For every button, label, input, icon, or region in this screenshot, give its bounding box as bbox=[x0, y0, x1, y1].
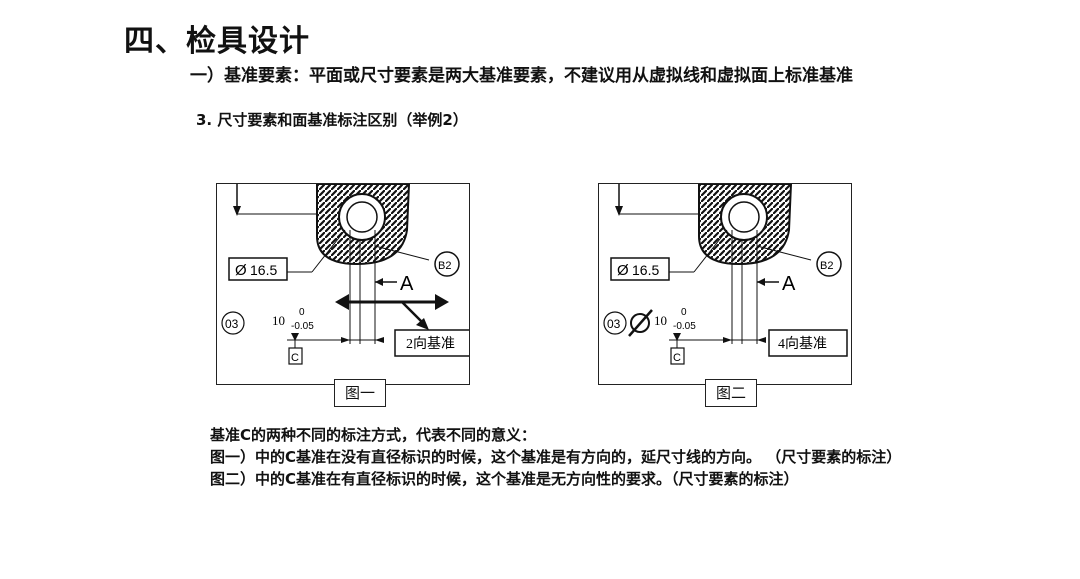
figure-2-svg: Ø 16.5 B2 A 03 10 0 -0.05 C 4向基准 bbox=[603, 184, 848, 365]
diameter-value: 16.5 bbox=[632, 262, 659, 278]
explanation-line-3: 图二）中的C基准在有直径标识的时候，这个基准是无方向性的要求。（尺寸要素的标注） bbox=[210, 470, 799, 488]
explanation-line-1: 基准C的两种不同的标注方式，代表不同的意义： bbox=[210, 426, 537, 444]
diameter-symbol: Ø bbox=[235, 262, 247, 279]
direction-arrow-right bbox=[435, 294, 449, 310]
bore-inner bbox=[346, 201, 378, 233]
figure-1-drawing: Ø 16.5 B2 A 03 10 0 -0.05 C 2向基准 bbox=[216, 183, 470, 385]
datum-c-triangle bbox=[673, 333, 681, 341]
tol-lower: -0.05 bbox=[673, 321, 696, 332]
diameter-box bbox=[228, 257, 288, 281]
section-a-label: A bbox=[782, 273, 796, 295]
section-a-label: A bbox=[400, 273, 414, 295]
explanation-line-2: 图一）中的C基准在没有直径标识的时候，这个基准是有方向的，延尺寸线的方向。 （尺… bbox=[210, 448, 902, 466]
datum-c-label: C bbox=[291, 352, 299, 364]
datum-b-label: B2 bbox=[820, 260, 833, 272]
tol-upper: 0 bbox=[681, 307, 687, 318]
added-diameter-symbol-circle bbox=[630, 313, 650, 333]
note-leader bbox=[401, 301, 425, 325]
direction-arrow-left bbox=[335, 294, 349, 310]
datum-c-triangle bbox=[291, 333, 299, 341]
note-box bbox=[394, 329, 469, 357]
diameter-value: 16.5 bbox=[250, 262, 277, 278]
dim-main: 10 bbox=[272, 313, 285, 328]
tol-lower: -0.05 bbox=[291, 321, 314, 332]
circle-03 bbox=[221, 311, 245, 335]
tol-upper: 0 bbox=[299, 307, 305, 318]
bore-inner bbox=[728, 201, 760, 233]
figure-2-drawing: Ø 16.5 B2 A 03 10 0 -0.05 C 4向基准 bbox=[598, 183, 852, 385]
datum-b-bubble bbox=[816, 251, 842, 277]
added-diameter-symbol-slash bbox=[628, 309, 653, 337]
note-text: 2向基准 bbox=[406, 335, 455, 352]
section-heading: 3. 尺寸要素和面基准标注区别（举例2） bbox=[196, 111, 468, 129]
datum-b-label: B2 bbox=[438, 260, 451, 272]
datum-c-label: C bbox=[673, 352, 681, 364]
figure-1-caption: 图一 bbox=[334, 379, 386, 407]
note-text: 4向基准 bbox=[778, 335, 827, 352]
datum-c-box bbox=[288, 347, 303, 365]
datum-c-box bbox=[670, 347, 685, 365]
figure-2-caption: 图二 bbox=[705, 379, 757, 407]
diameter-box bbox=[610, 257, 670, 281]
page-title: 四、检具设计 bbox=[124, 24, 310, 59]
dim-main: 10 bbox=[654, 313, 667, 328]
diameter-symbol: Ø bbox=[617, 262, 629, 279]
figure-1-svg: Ø 16.5 B2 A 03 10 0 -0.05 C 2向基准 bbox=[221, 184, 469, 365]
datum-b-bubble bbox=[434, 251, 460, 277]
circle-03-label: 03 bbox=[225, 317, 239, 331]
explanation-block: 基准C的两种不同的标注方式，代表不同的意义： 图一）中的C基准在没有直径标识的时… bbox=[210, 424, 990, 490]
page-subtitle: 一）基准要素：平面或尺寸要素是两大基准要素，不建议用从虚拟线和虚拟面上标准基准 bbox=[190, 66, 853, 86]
note-box bbox=[768, 329, 848, 357]
circle-03-label: 03 bbox=[607, 317, 621, 331]
circle-03 bbox=[603, 311, 627, 335]
